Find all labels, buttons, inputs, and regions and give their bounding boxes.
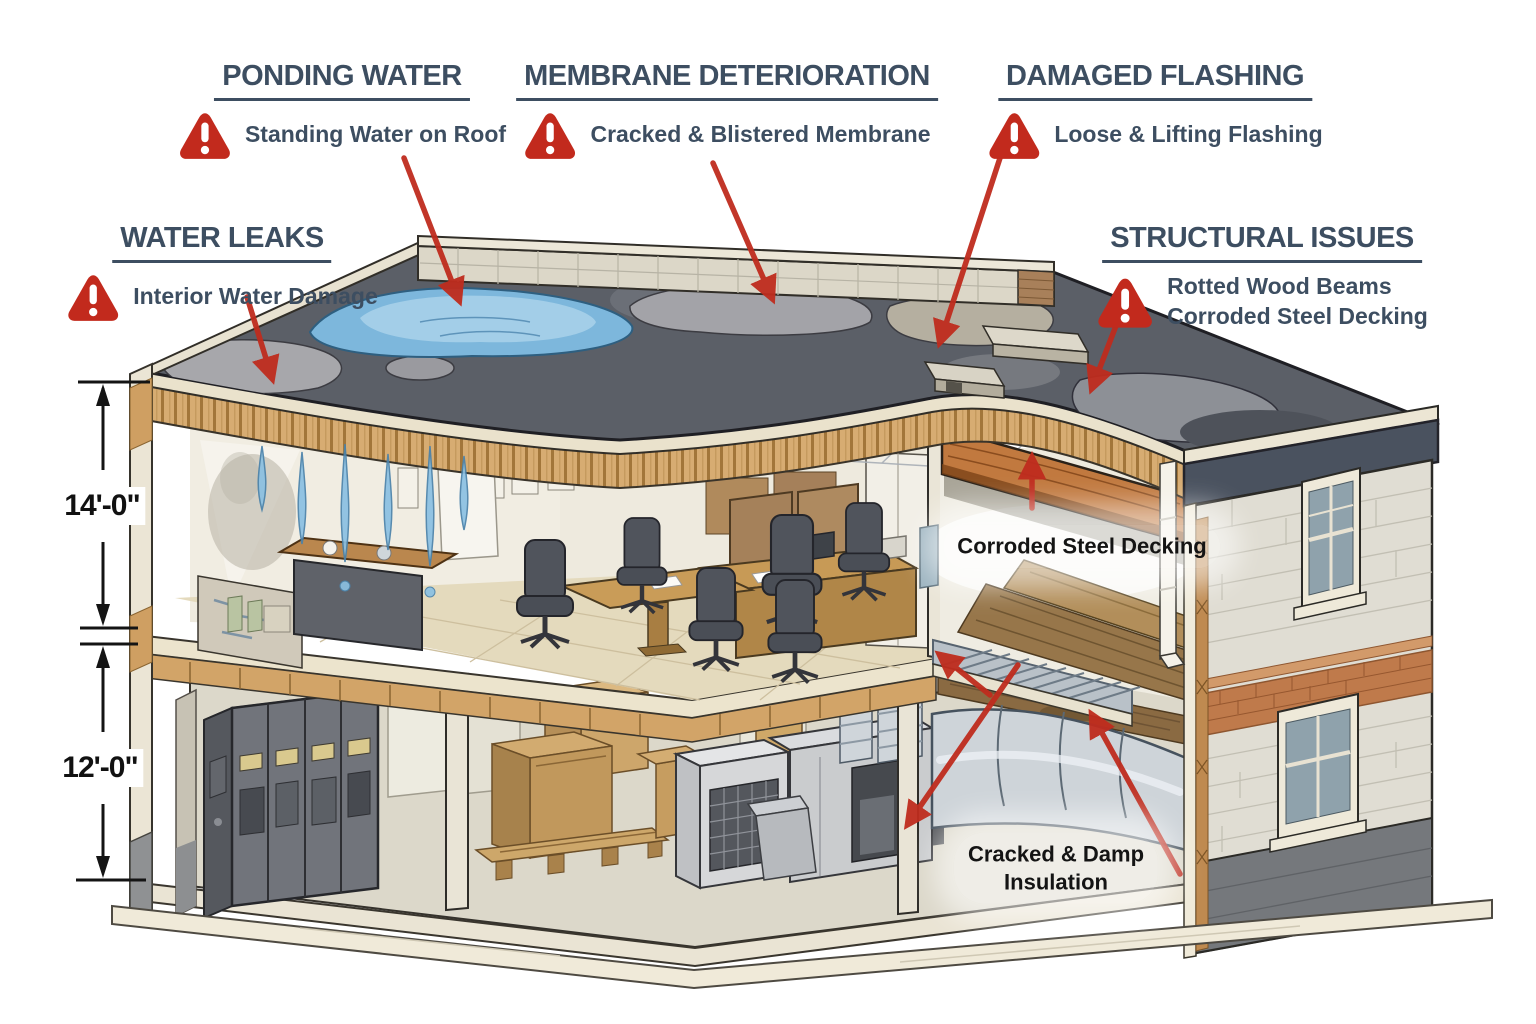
roof-fascia <box>1182 418 1440 508</box>
parapet-wall <box>417 234 1055 308</box>
loose-flashing-pieces <box>923 325 1090 399</box>
arrow-water-leaks <box>244 294 280 385</box>
callout-title: MEMBRANE DETERIORATION <box>516 60 938 101</box>
callout-subtitle: Interior Water Damage <box>133 283 378 310</box>
warning-icon <box>1096 275 1154 329</box>
callout-subtitle: Rotted Wood Beams <box>1167 273 1392 299</box>
ground-sidewalk <box>111 898 1493 990</box>
callout-subtitle: Loose & Lifting Flashing <box>1054 121 1323 148</box>
callout-ponding-water: PONDING WATER Standing Water on Roof <box>178 60 506 160</box>
label-line-1: Cracked & Damp <box>967 841 1145 867</box>
callout-subtitle: Standing Water on Roof <box>244 121 507 148</box>
callout-subtitle-2: Corroded Steel Decking <box>1167 302 1428 329</box>
lower-window <box>1269 692 1367 853</box>
callout-arrows <box>244 155 1183 877</box>
callout-damaged-flashing: DAMAGED FLASHING Loose & Lifting Flashin… <box>987 60 1323 160</box>
arrow-flashing <box>933 155 1003 349</box>
warning-icon <box>178 110 232 160</box>
label-line-2: Insulation <box>1004 869 1108 894</box>
label-cracked-damp-insulation: Cracked & Damp Insulation <box>953 832 1159 904</box>
callout-title: DAMAGED FLASHING <box>997 60 1313 101</box>
warning-icon <box>987 110 1041 160</box>
callout-title: WATER LEAKS <box>112 222 332 263</box>
arrow-membrane <box>710 160 777 305</box>
upper-window <box>1293 466 1367 621</box>
warning-icon <box>66 272 120 322</box>
arrow-hvac <box>903 662 1021 830</box>
callout-title: PONDING WATER <box>214 60 470 101</box>
electrical-cabinets <box>175 688 380 920</box>
arrow-insulation <box>1088 708 1183 877</box>
arrow-slab-edge <box>934 650 993 698</box>
dimension-upper-floor: 14'-0" <box>58 487 146 525</box>
callout-structural-issues: STRUCTURAL ISSUES Rotted Wood Beams Corr… <box>1096 222 1428 332</box>
left-cut-edge <box>129 362 153 920</box>
callout-membrane-deterioration: MEMBRANE DETERIORATION Cracked & Blister… <box>516 60 938 160</box>
arrow-ponding-water <box>401 155 465 307</box>
warning-icon <box>523 110 577 160</box>
dimension-lower-floor: 12'-0" <box>56 749 144 787</box>
callout-water-leaks: WATER LEAKS Interior Water Damage <box>66 222 378 322</box>
water-drips <box>257 443 469 598</box>
callout-title: STRUCTURAL ISSUES <box>1102 222 1422 263</box>
callout-subtitle: Cracked & Blistered Membrane <box>590 121 931 148</box>
right-exterior-wall <box>1158 404 1440 959</box>
dimension-lines <box>76 380 150 882</box>
label-corroded-steel-decking: Corroded Steel Decking <box>943 524 1221 568</box>
office-interior <box>175 399 1186 701</box>
